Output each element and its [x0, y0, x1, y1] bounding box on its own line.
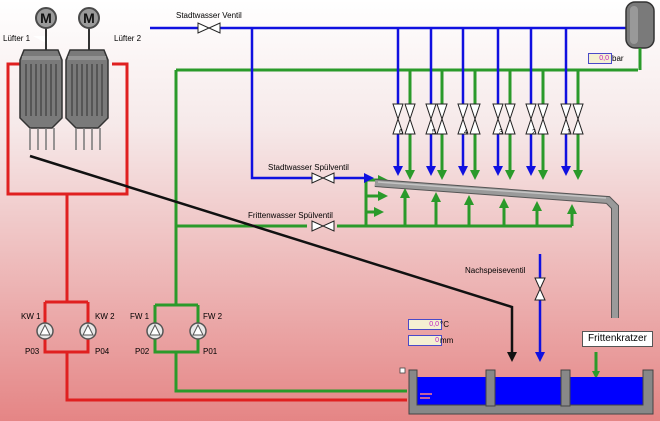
distributor-valve-2-frit-water[interactable] — [537, 103, 549, 135]
city-water-rinse-valve[interactable] — [311, 172, 335, 184]
fan-unit-2 — [65, 49, 109, 150]
frit-scraper-button[interactable]: Frittenkratzer — [582, 331, 653, 347]
pump-p03-label: P03 — [25, 347, 40, 356]
distributor-valve-1-city-water[interactable] — [560, 103, 572, 135]
distributor-valve-6-city-water[interactable] — [392, 103, 404, 135]
distributor-valve-1-frit-water[interactable] — [572, 103, 584, 135]
city-water-valve-label: Stadtwasser Ventil — [176, 11, 242, 20]
city-water-valve[interactable] — [197, 22, 221, 34]
pump-p04-label: P04 — [95, 347, 110, 356]
distributor-valve-number: 4 — [464, 129, 468, 136]
pump-p01[interactable] — [189, 322, 207, 340]
fan-2-motor-icon[interactable]: M — [78, 7, 100, 29]
pump-p02-label: P02 — [135, 347, 150, 356]
distributor-valve-6-frit-water[interactable] — [404, 103, 416, 135]
distributor-valve-number: 3 — [499, 129, 503, 136]
distributor-valve-number: 2 — [532, 129, 536, 136]
pressure-unit: bar — [612, 54, 624, 63]
distributor-valve-2-city-water[interactable] — [525, 103, 537, 135]
distributor-valve-4-city-water[interactable] — [457, 103, 469, 135]
pump-p04[interactable] — [79, 322, 97, 340]
distributor-valve-4-frit-water[interactable] — [469, 103, 481, 135]
top-up-valve[interactable] — [534, 277, 546, 301]
conveyor-line — [29, 154, 517, 362]
temperature-unit: °C — [440, 320, 449, 329]
pressure-tank — [625, 1, 655, 70]
distributor-valves — [392, 103, 584, 135]
fan-1-motor-icon[interactable]: M — [35, 7, 57, 29]
distributor-valve-number: 5 — [432, 129, 436, 136]
pump-kw1-label: KW 1 — [21, 312, 41, 321]
city-water-arrowheads — [364, 166, 571, 362]
city-water-rinse-valve-label: Stadtwasser Spülventil — [268, 163, 349, 172]
pump-kw2-label: KW 2 — [95, 312, 115, 321]
pump-fw1-label: FW 1 — [130, 312, 150, 321]
cooling-loop-pipes — [6, 62, 407, 402]
distributor-valve-3-city-water[interactable] — [492, 103, 504, 135]
temperature-readout: 0,0 — [408, 319, 442, 330]
distributor-valve-number: 1 — [567, 129, 571, 136]
pressure-readout: 0,0 — [588, 53, 612, 64]
top-up-valve-label: Nachspeiseventil — [465, 266, 526, 275]
distributor-valve-3-frit-water[interactable] — [504, 103, 516, 135]
frit-water-rinse-valve[interactable] — [311, 220, 335, 232]
pump-p01-label: P01 — [203, 347, 218, 356]
level-readout: 0 — [408, 335, 442, 346]
pump-fw2-label: FW 2 — [203, 312, 223, 321]
fan-2-label: Lüfter 2 — [114, 34, 142, 43]
level-unit: mm — [440, 336, 454, 345]
pump-p02[interactable] — [146, 322, 164, 340]
distributor-valve-number: 6 — [399, 129, 403, 136]
city-water-pipes — [150, 26, 630, 354]
pump-p03[interactable] — [36, 322, 54, 340]
motor-shafts — [45, 28, 90, 50]
distributor-valve-5-frit-water[interactable] — [436, 103, 448, 135]
fan-1-label: Lüfter 1 — [3, 34, 31, 43]
fan-unit-1 — [19, 36, 63, 150]
frit-water-rinse-valve-label: Frittenwasser Spülventil — [248, 211, 333, 220]
water-tank — [399, 367, 654, 415]
distributor-valve-5-city-water[interactable] — [425, 103, 437, 135]
frit-chute — [374, 179, 619, 318]
